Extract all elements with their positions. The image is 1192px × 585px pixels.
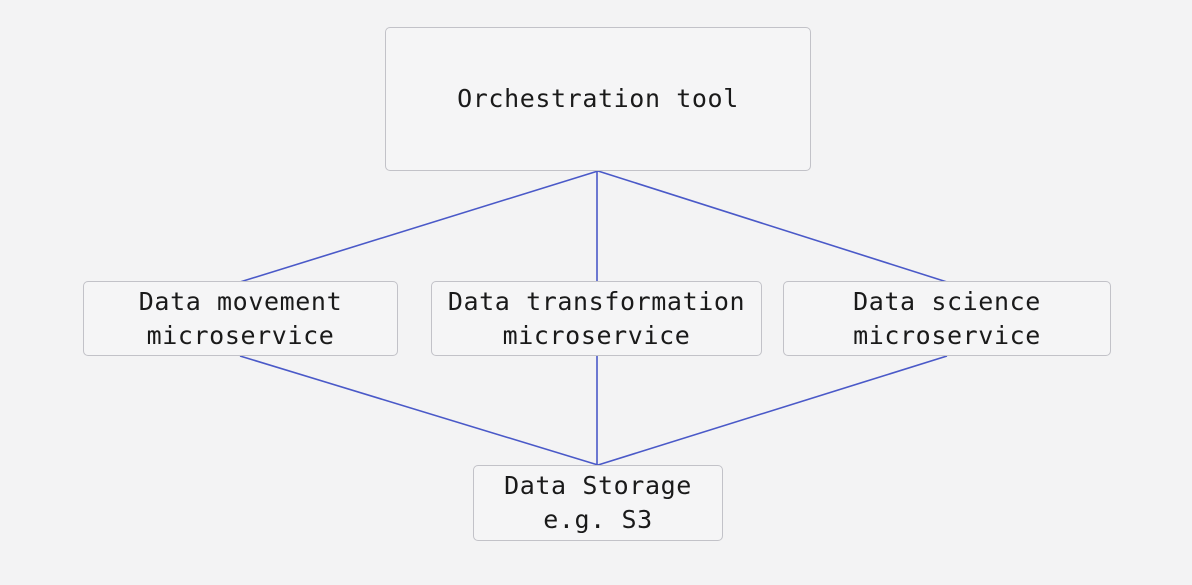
- node-data-transformation-microservice: Data transformation microservice: [431, 281, 762, 356]
- node-data-movement-label-line2: microservice: [146, 320, 335, 350]
- node-data-movement-microservice: Data movement microservice: [83, 281, 398, 356]
- node-data-transformation-label-line1: Data transformation: [447, 286, 746, 316]
- node-orchestration-tool: Orchestration tool: [385, 27, 811, 171]
- node-data-movement-label-line1: Data movement: [138, 286, 343, 316]
- node-data-transformation-label-line2: microservice: [502, 320, 691, 350]
- edge-orchestration-to-science: [597, 170, 948, 283]
- node-data-science-microservice: Data science microservice: [783, 281, 1111, 356]
- edge-movement-to-storage: [239, 355, 599, 466]
- node-data-science-label-line2: microservice: [853, 320, 1041, 350]
- node-data-science-label-line1: Data science: [853, 286, 1041, 316]
- node-data-storage-label-line2: e.g. S3: [543, 505, 653, 534]
- node-data-storage: Data Storage e.g. S3: [473, 465, 723, 541]
- edge-orchestration-to-movement: [239, 170, 599, 283]
- edge-science-to-storage: [597, 355, 948, 466]
- node-data-storage-label-line1: Data Storage: [504, 471, 692, 500]
- node-orchestration-tool-label: Orchestration tool: [457, 84, 739, 113]
